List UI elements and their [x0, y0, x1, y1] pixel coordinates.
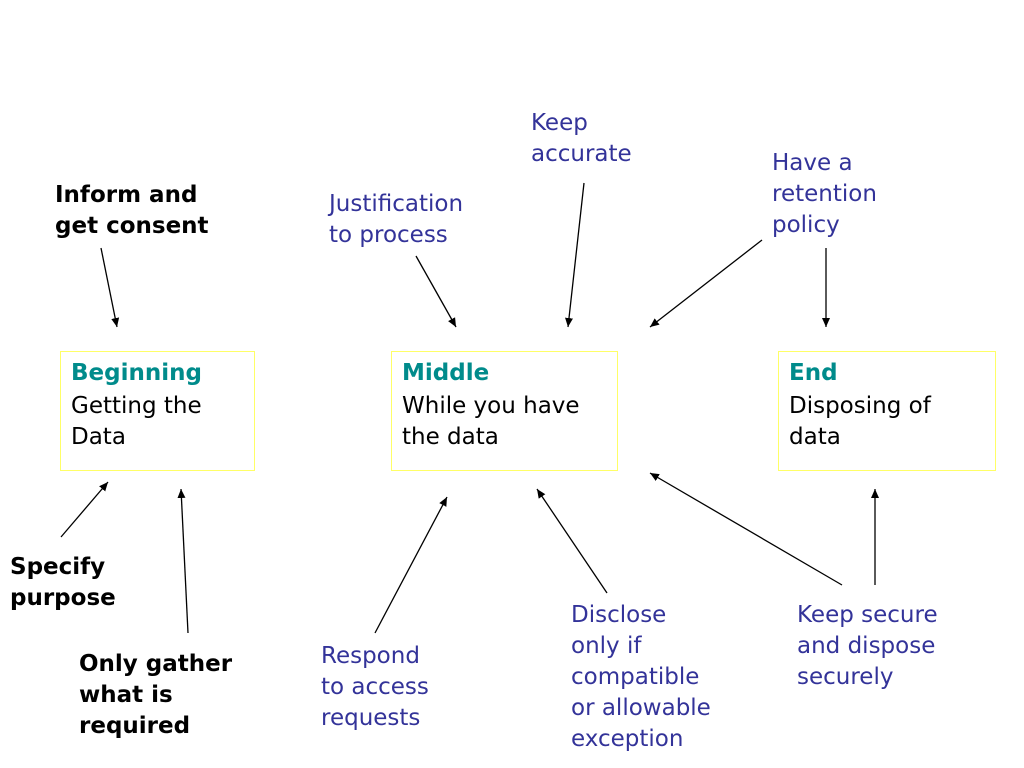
- label-keep-accurate: Keep accurate: [531, 110, 632, 167]
- stage-beginning: Beginning Getting the Data: [60, 351, 255, 471]
- arrow-respond-to-middle: [374, 496, 448, 634]
- arrow-justification-to-middle: [415, 255, 457, 328]
- label-inform-consent: Inform and get consent: [55, 182, 209, 239]
- stage-end: End Disposing of data: [778, 351, 996, 471]
- arrow-specify-to-beginning: [60, 481, 109, 538]
- arrow-retention-to-middle: [649, 239, 763, 328]
- stage-title: Beginning: [71, 360, 202, 386]
- label-retention-policy: Have a retention policy: [772, 150, 877, 238]
- label-respond-access: Respond to access requests: [321, 643, 429, 731]
- label-specify-purpose: Specify purpose: [10, 554, 116, 611]
- arrow-secure-to-middle: [649, 472, 843, 586]
- stage-middle: Middle While you have the data: [391, 351, 618, 471]
- label-justification: Justification to process: [329, 191, 464, 248]
- label-only-gather: Only gather what is required: [79, 651, 233, 739]
- stage-description: Disposing of data: [789, 393, 931, 450]
- arrow-accurate-to-middle: [565, 182, 585, 328]
- label-disclose: Disclose only if compatible or allowable…: [571, 602, 711, 752]
- stage-title: End: [789, 360, 838, 386]
- arrow-gather-to-beginning: [177, 488, 189, 634]
- stage-description: While you have the data: [402, 393, 580, 450]
- stage-description: Getting the Data: [71, 393, 202, 450]
- label-keep-secure: Keep secure and dispose securely: [797, 602, 938, 690]
- arrow-disclose-to-middle: [536, 488, 608, 594]
- stage-title: Middle: [402, 360, 490, 386]
- arrow-inform-to-beginning: [100, 247, 120, 328]
